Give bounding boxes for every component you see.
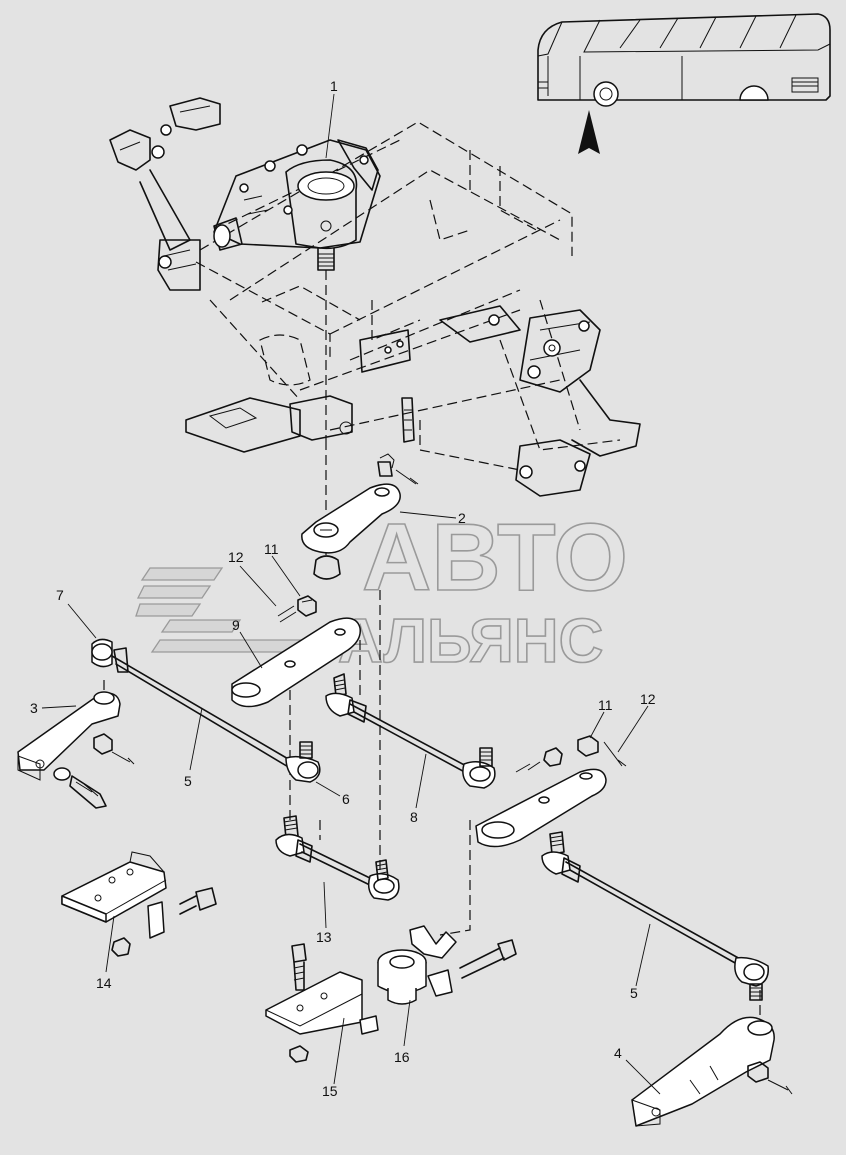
callout-9: 9: [232, 617, 240, 633]
tie-rod-right: [541, 831, 769, 1001]
drag-link: [325, 673, 531, 789]
steering-arm-right: [631, 1016, 793, 1127]
callout-14: 14: [96, 975, 112, 991]
mount-bracket-left: [61, 851, 217, 957]
callout-1: 1: [330, 78, 338, 94]
bushing-assembly: [377, 925, 517, 1005]
castle-nut-right: [527, 735, 627, 771]
mount-bracket-center: [265, 943, 379, 1063]
leader-lines: [41, 93, 661, 1095]
callout-13: 13: [316, 929, 332, 945]
steering-arm-left: [17, 691, 135, 809]
callout-3: 3: [30, 700, 38, 716]
callout-7: 7: [56, 587, 64, 603]
callout-4: 4: [614, 1045, 622, 1061]
callout-16: 16: [394, 1049, 410, 1065]
callouts: 1 2 3 4 5 5 6 7 8 9 11 11 12 12 13 14 15…: [30, 78, 656, 1099]
steering-gear: [213, 139, 381, 271]
callout-6: 6: [342, 791, 350, 807]
callout-8: 8: [410, 809, 418, 825]
tie-rod-left: [91, 638, 321, 783]
castle-nut-left: [277, 595, 317, 623]
intermediate-rod: [275, 815, 400, 901]
watermark-line2: АЛЬЯНС: [338, 607, 603, 676]
callout-5-right: 5: [630, 985, 638, 1001]
callout-15: 15: [322, 1083, 338, 1099]
idler-arm-right: [475, 768, 607, 848]
callout-2: 2: [458, 510, 466, 526]
idler-arm: [231, 617, 361, 708]
callout-5-left: 5: [184, 773, 192, 789]
bus-icon: [537, 13, 831, 107]
callout-11-right: 11: [598, 697, 613, 713]
pitman-arm: [301, 453, 419, 580]
watermark-line1: АВТО: [362, 504, 628, 611]
vehicle-frame: [109, 97, 641, 497]
arrow-up-icon: [578, 110, 600, 154]
callout-12-right: 12: [640, 691, 656, 707]
callout-11-left: 11: [264, 541, 279, 557]
callout-12-left: 12: [228, 549, 244, 565]
watermark-logo: АВТО АЛЬЯНС: [135, 503, 629, 677]
